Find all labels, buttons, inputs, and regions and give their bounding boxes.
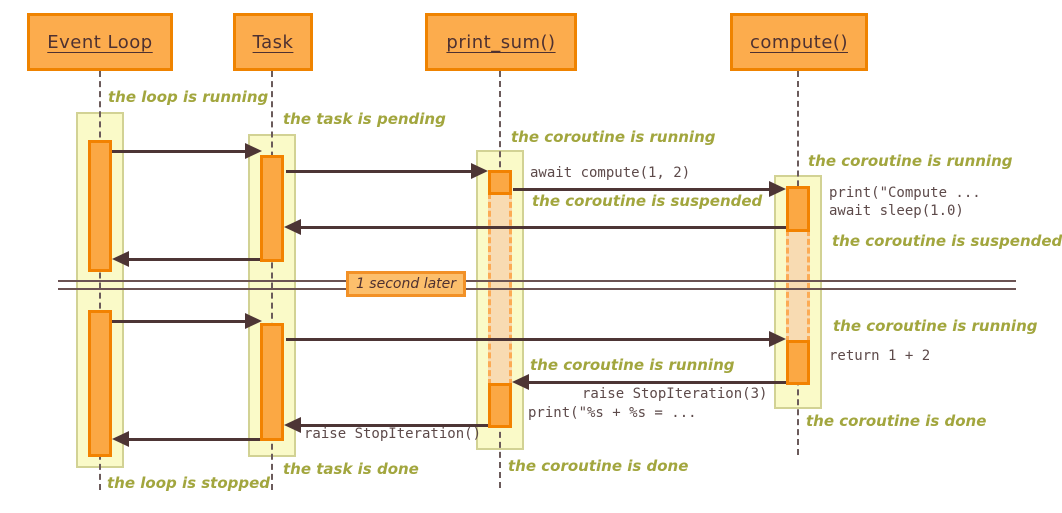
note-compute-done: the coroutine is done [806, 412, 987, 430]
arrow-print-sum-to-compute [513, 181, 786, 197]
message-raise-stopiteration: raise StopIteration() [304, 426, 482, 442]
message-print-format: print("%s + %s = ... [528, 405, 697, 421]
activation-bar-compute-2 [786, 340, 810, 385]
note-compute-running-1: the coroutine is running [808, 152, 1013, 170]
participant-print-sum: print_sum() [425, 13, 577, 71]
divider-line-bottom [58, 288, 1016, 290]
arrow-task-to-compute-resume [286, 331, 786, 347]
arrow-compute-to-task-return [284, 219, 786, 235]
note-print-sum-suspended: the coroutine is suspended [532, 192, 763, 210]
suspension-strip-compute [786, 230, 810, 342]
note-compute-suspended: the coroutine is suspended [832, 232, 1062, 250]
note-task-pending: the task is pending [283, 110, 446, 128]
participant-event-loop: Event Loop [27, 13, 173, 71]
arrow-task-to-event-loop-return-1 [112, 251, 260, 267]
divider-label: 1 second later [346, 271, 466, 297]
activation-bar-print-sum-1 [488, 170, 512, 195]
message-raise-stopiteration-3: raise StopIteration(3) [582, 386, 768, 402]
activation-bar-task-1 [260, 155, 284, 262]
message-return-sum: return 1 + 2 [829, 348, 931, 364]
arrow-task-to-event-loop-return-2 [112, 431, 260, 447]
activation-bar-compute-1 [786, 186, 810, 232]
arrow-print-sum-to-task-stopiteration [284, 417, 488, 433]
note-loop-stopped: the loop is stopped [107, 474, 271, 492]
participant-compute: compute() [730, 13, 868, 71]
activation-bar-event-loop-2 [88, 310, 112, 457]
arrow-event-loop-to-task-2 [112, 313, 262, 329]
message-await-sleep: await sleep(1.0) [829, 203, 964, 219]
arrow-task-to-print-sum [286, 163, 488, 179]
note-print-sum-running-2: the coroutine is running [530, 356, 735, 374]
note-loop-running: the loop is running [108, 88, 269, 106]
message-print-compute: print("Compute ... [829, 185, 981, 201]
activation-bar-task-2 [260, 323, 284, 441]
arrow-event-loop-to-task-1 [112, 143, 262, 159]
divider-line-top [58, 280, 1016, 282]
note-task-done: the task is done [283, 460, 419, 478]
note-print-sum-done: the coroutine is done [508, 457, 689, 475]
activation-bar-event-loop-1 [88, 140, 112, 272]
participant-task: Task [233, 13, 313, 71]
note-print-sum-running-1: the coroutine is running [511, 128, 716, 146]
note-compute-running-2: the coroutine is running [833, 317, 1038, 335]
arrow-compute-to-print-sum-stopiteration [512, 374, 786, 390]
message-await-compute: await compute(1, 2) [530, 165, 691, 181]
activation-bar-print-sum-2 [488, 383, 512, 428]
